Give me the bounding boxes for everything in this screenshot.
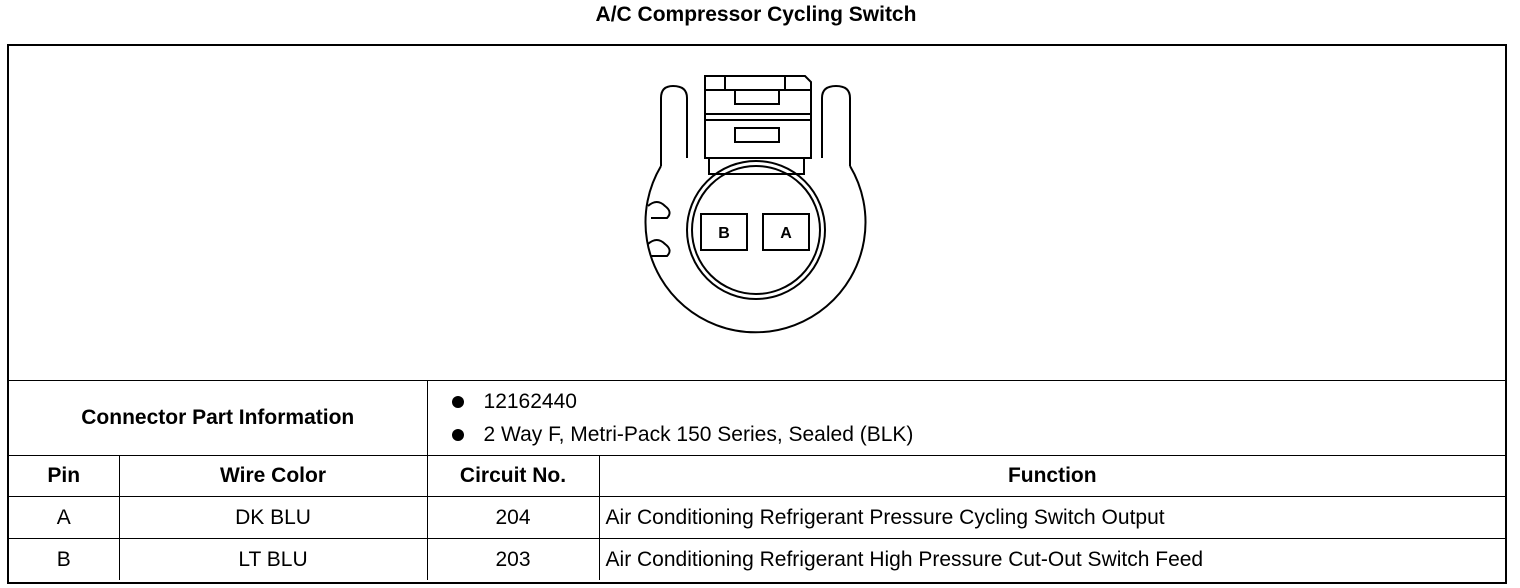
cell-pin: B — [9, 538, 120, 580]
cavity-label-b: B — [718, 225, 730, 242]
part-info-label: Connector Part Information — [9, 381, 428, 456]
header-circuit: Circuit No. — [426, 455, 600, 497]
cell-function: Air Conditioning Refrigerant Pressure Cy… — [598, 496, 1506, 539]
table-row: B LT BLU 203 Air Conditioning Refrigeran… — [9, 538, 1506, 580]
part-info-item: 2 Way F, Metri-Pack 150 Series, Sealed (… — [451, 418, 1506, 451]
connector-info-table: Connector Part Information 12162440 2 Wa… — [9, 381, 1506, 580]
left-locking-tab — [660, 84, 688, 166]
inner-socket-ring — [686, 160, 826, 300]
part-info-row: Connector Part Information 12162440 2 Wa… — [9, 381, 1506, 456]
right-locking-tab — [821, 84, 851, 166]
polarization-key — [647, 239, 671, 257]
cell-circuit: 203 — [426, 538, 600, 580]
part-info-list: 12162440 2 Way F, Metri-Pack 150 Series,… — [426, 381, 1506, 456]
connector-sheet: B A Connector Part Information 12162440 … — [7, 44, 1507, 584]
cavity-a — [762, 213, 810, 251]
connector-diagram-area: B A — [9, 46, 1505, 381]
cavity-label-a: A — [780, 225, 792, 242]
cell-pin: A — [9, 496, 120, 539]
header-function: Function — [598, 455, 1506, 497]
connector-outer-body — [644, 165, 867, 334]
part-info-item: 12162440 — [451, 385, 1506, 418]
cell-wire-color: DK BLU — [118, 496, 428, 539]
latch-housing — [704, 75, 812, 159]
cell-wire-color: LT BLU — [118, 538, 428, 580]
page-title: A/C Compressor Cycling Switch — [595, 3, 917, 26]
cavity-b — [700, 213, 748, 251]
header-pin: Pin — [9, 455, 120, 497]
header-wire-color: Wire Color — [118, 455, 428, 497]
table-header-row: Pin Wire Color Circuit No. Function — [9, 455, 1506, 497]
cell-circuit: 204 — [426, 496, 600, 539]
cell-function: Air Conditioning Refrigerant High Pressu… — [598, 538, 1506, 580]
polarization-key — [647, 201, 671, 219]
table-row: A DK BLU 204 Air Conditioning Refrigeran… — [9, 496, 1506, 539]
inner-socket-ring-edge — [691, 165, 821, 295]
connector-face-drawing: B A — [644, 75, 867, 334]
